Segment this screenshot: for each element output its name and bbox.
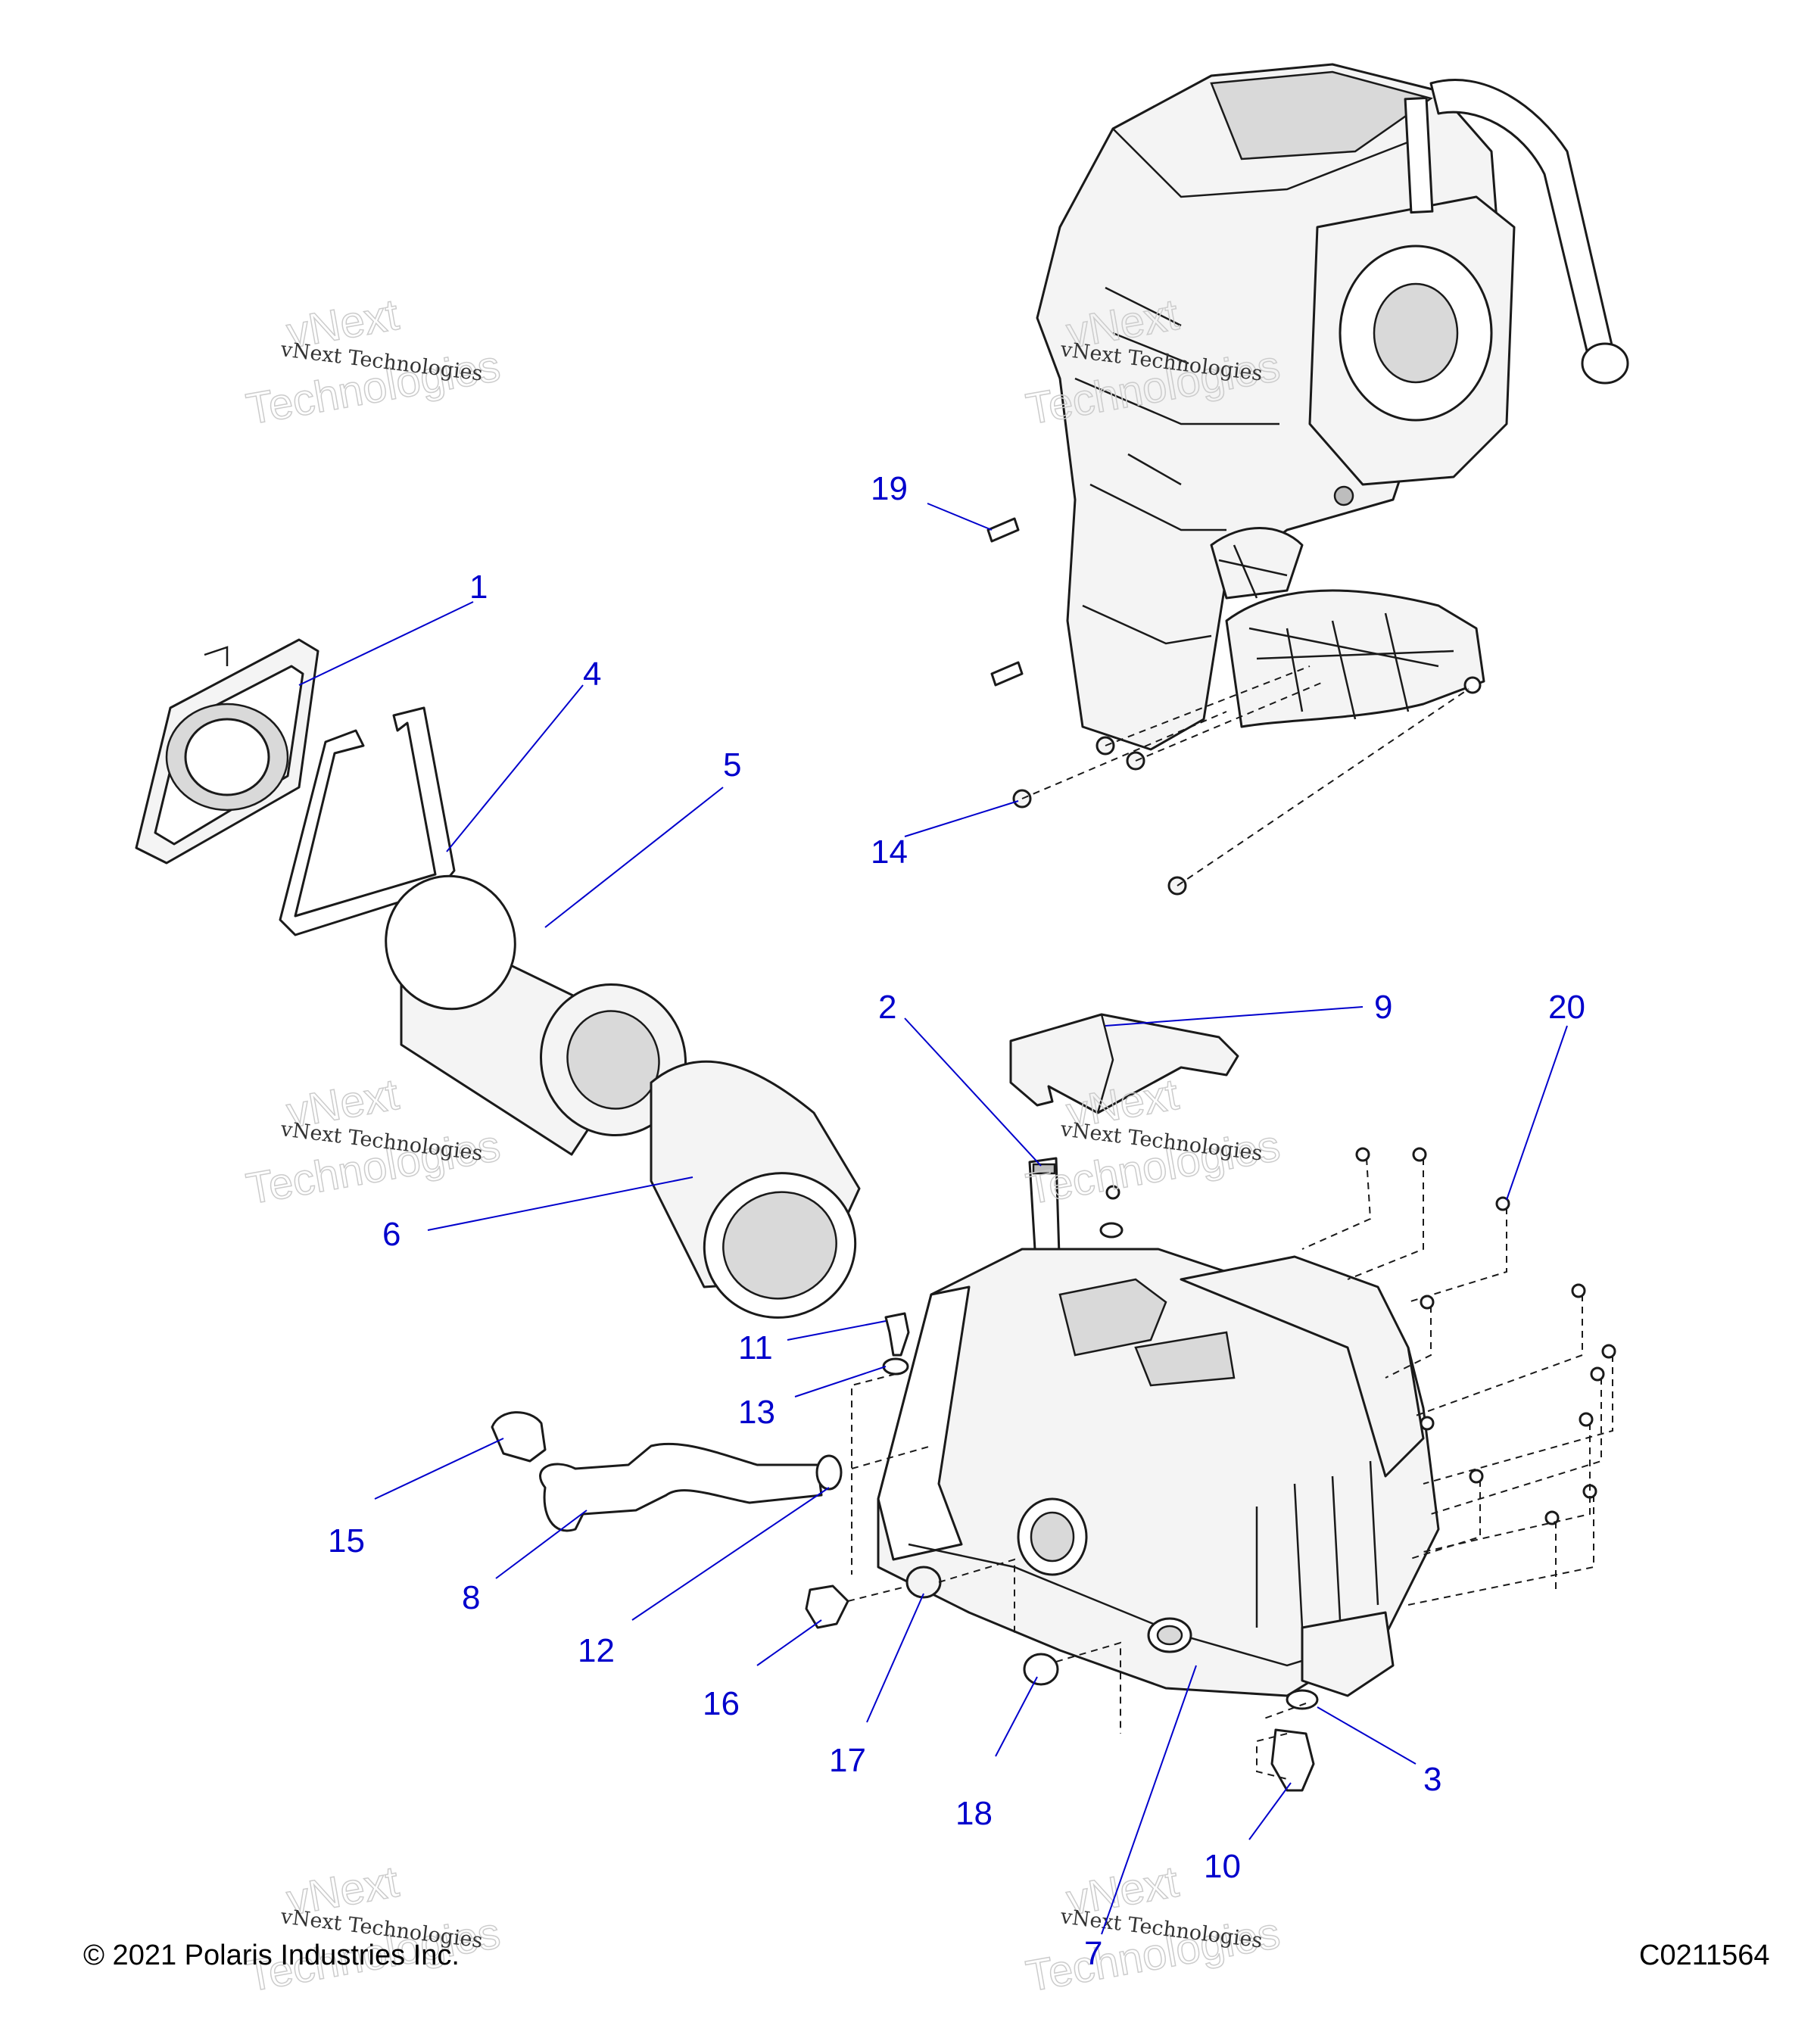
- part-9-plate: [1009, 1013, 1239, 1114]
- callout-14: 14: [871, 833, 908, 871]
- callout-15: 15: [328, 1522, 365, 1559]
- part-10-drain-valve: [1270, 1728, 1315, 1792]
- airbox-assembly-drawing: [1036, 63, 1629, 751]
- callout-leaders: [298, 503, 1568, 1935]
- callout-3: 3: [1423, 1761, 1441, 1798]
- part-7-air-box-housing: [877, 1248, 1440, 1697]
- hardware-parts: [491, 517, 1616, 1792]
- part-18-grommet: [905, 1566, 942, 1599]
- part-20-screws: [1099, 1147, 1616, 1525]
- bolt: [990, 661, 1024, 687]
- part-6-pre-filter: [650, 1060, 861, 1319]
- callout-5: 5: [723, 746, 741, 784]
- callout-7: 7: [1084, 1935, 1102, 1972]
- assembly-guide-lines: [847, 665, 1613, 1780]
- callout-18: 18: [955, 1795, 993, 1832]
- callout-2: 2: [878, 989, 896, 1026]
- callout-11: 11: [738, 1329, 773, 1366]
- copyright-notice: © 2021 Polaris Industries Inc.: [83, 1940, 460, 1971]
- callout-13: 13: [738, 1394, 775, 1431]
- part-1-air-box-cover: [135, 638, 319, 865]
- part-8-drain-hose: [539, 1442, 823, 1532]
- figure-id: C0211564: [1639, 1940, 1770, 1971]
- callout-20: 20: [1548, 989, 1585, 1026]
- part-12-clamp: [815, 1454, 843, 1491]
- callout-8: 8: [462, 1579, 480, 1616]
- part-5-air-filter: [385, 874, 687, 1156]
- part-17-plug: [1023, 1653, 1059, 1686]
- callout-10: 10: [1204, 1848, 1241, 1885]
- callout-6: 6: [382, 1216, 400, 1253]
- callout-1: 1: [469, 569, 488, 606]
- part-19-bolt: [986, 517, 1020, 543]
- callout-17: 17: [829, 1742, 866, 1779]
- callout-16: 16: [703, 1685, 740, 1722]
- part-13-washer: [882, 1357, 909, 1376]
- callout-labels: 1 2 3 4 5 6 7 8 9 10 11 12 13 14 15 16 1…: [328, 470, 1585, 1972]
- callout-4: 4: [583, 656, 601, 693]
- callout-9: 9: [1374, 989, 1392, 1026]
- part-3-o-ring: [1286, 1689, 1319, 1710]
- part-15-clamp: [491, 1411, 547, 1463]
- part-11-screw: [884, 1312, 910, 1357]
- part-16-fitting: [805, 1584, 849, 1629]
- callout-12: 12: [578, 1632, 615, 1669]
- callout-19: 19: [871, 470, 908, 507]
